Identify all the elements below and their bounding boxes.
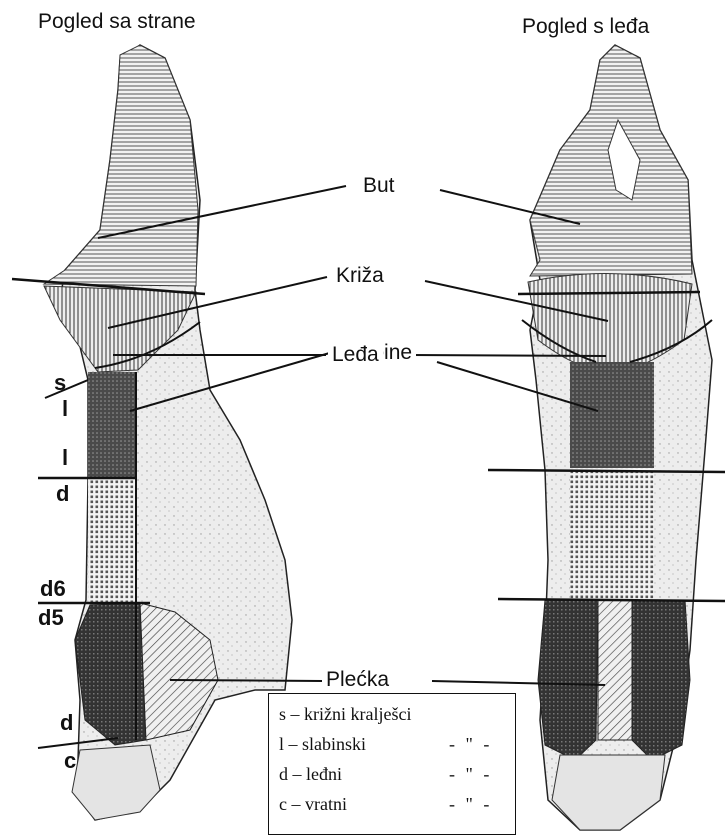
legend-ditto-c: - " - [449,794,492,815]
legend-box: s – križni kralješci l – slabinski - " -… [268,693,516,835]
legend-term-s: s – križni kralješci [279,704,411,725]
mark-c: c [64,750,76,772]
mark-d5: d5 [38,607,64,629]
label-kriza: Križa [332,264,388,288]
mark-l-lower: l [62,447,68,469]
mark-d-lower: d [60,712,73,734]
legend-term-d: d – leđni [279,764,342,785]
side-view-title: Pogled sa strane [38,10,196,34]
label-but: But [359,174,399,198]
legend-ditto-d: - " - [449,764,492,785]
back-view-title: Pogled s leđa [522,15,649,39]
leader-leda-right-main [410,355,606,356]
mark-s: s [54,372,66,394]
label-leda: Leđa [328,343,383,367]
legend-ditto-l: - " - [449,734,492,755]
mark-d6: d6 [40,578,66,600]
mark-l-upper: l [62,398,68,420]
mark-d: d [56,483,69,505]
label-plecka: Plećka [322,668,393,692]
legend-term-l: l – slabinski [279,734,366,755]
legend-term-c: c – vratni [279,794,347,815]
